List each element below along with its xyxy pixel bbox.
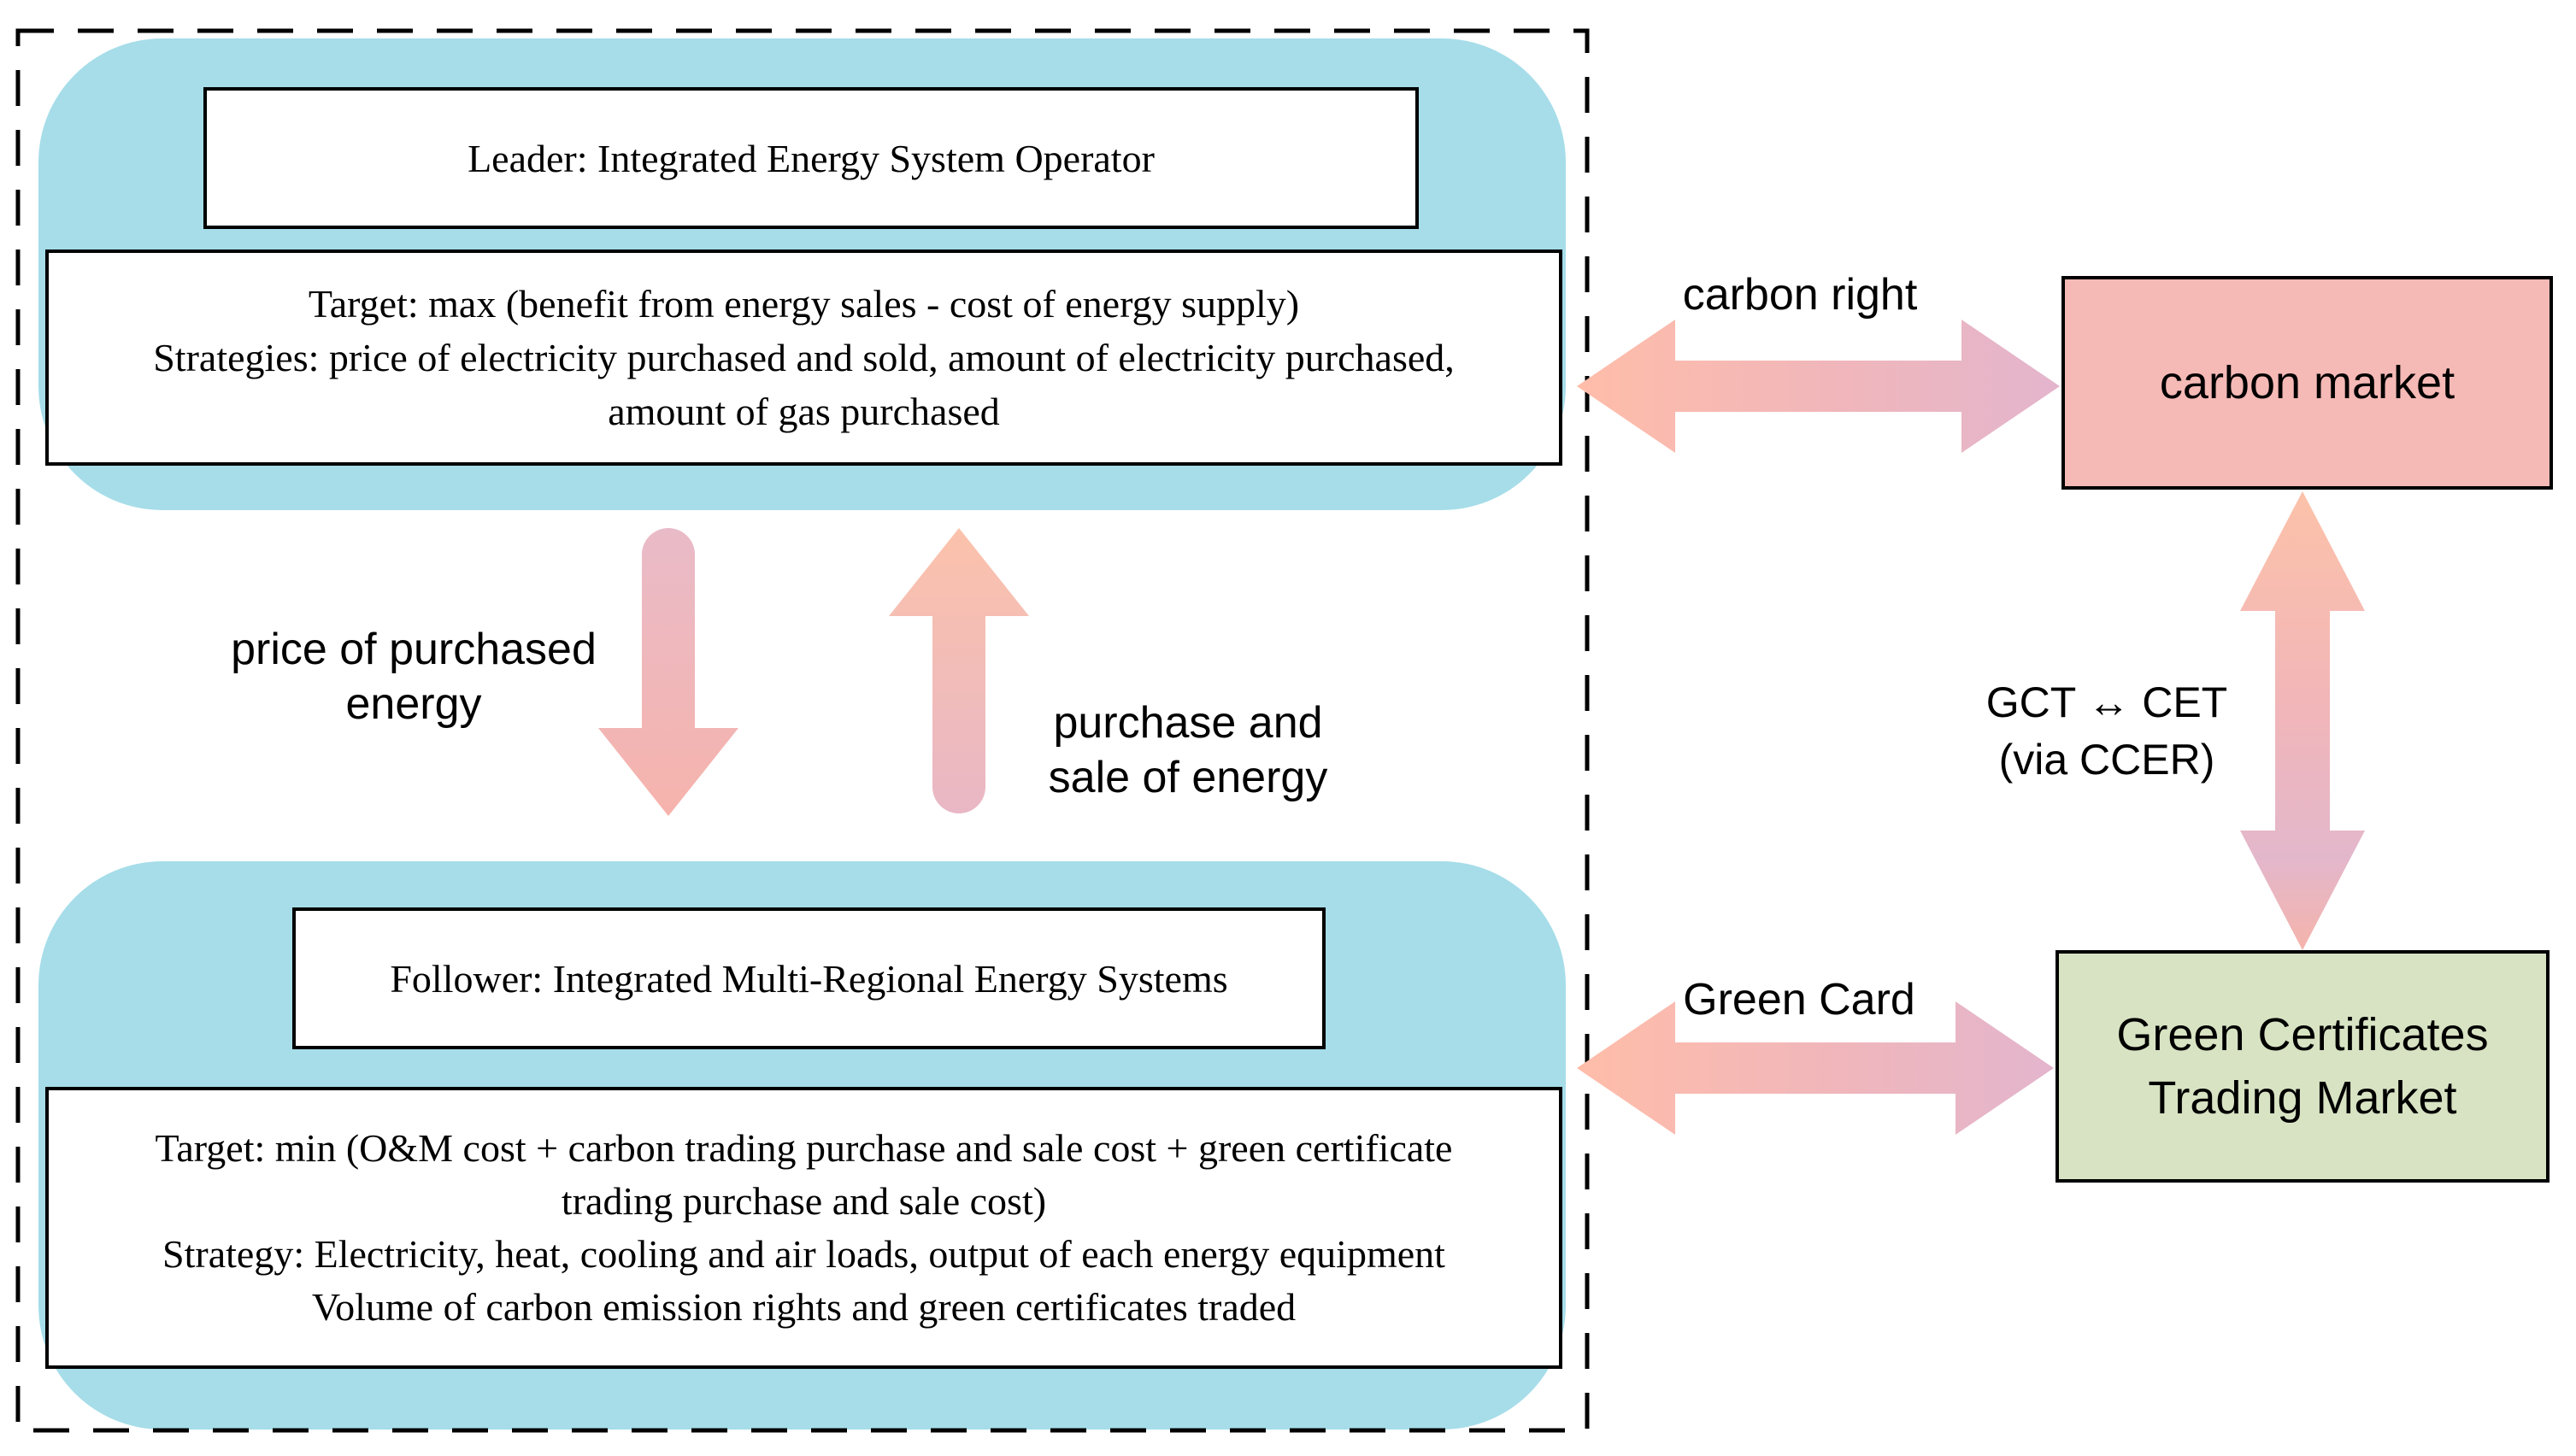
green-card-label: Green Card — [1683, 975, 1915, 1024]
carbon-market-box: carbon market — [2061, 276, 2553, 490]
price-down-arrow — [598, 528, 738, 816]
follower-title-text: Follower: Integrated Multi-Regional Ener… — [390, 956, 1228, 1001]
carbon-right-label: carbon right — [1682, 270, 1918, 320]
energy-up-arrow-label: purchase and sale of energy — [1048, 698, 1328, 802]
price-down-arrow-label: price of purchased energy — [231, 625, 597, 729]
carbon-market-text: carbon market — [2159, 357, 2455, 408]
bilevel-dashed-frame — [15, 28, 1590, 1433]
follower-target-text: Target: min (O&M cost + carbon trading p… — [155, 1126, 1453, 1329]
green-card-arrow — [1577, 1001, 2054, 1135]
follower-target-box: Target: min (O&M cost + carbon trading p… — [45, 1087, 1562, 1369]
gct-cet-conversion-label: GCT ↔ CET (via CCER) — [1985, 678, 2228, 784]
leader-target-box: Target: max (benefit from energy sales -… — [45, 250, 1562, 466]
carbon-right-arrow — [1577, 320, 2060, 453]
leader-title-box: Leader: Integrated Energy System Operato… — [203, 87, 1419, 229]
leader-title-text: Leader: Integrated Energy System Operato… — [468, 136, 1155, 180]
follower-title-box: Follower: Integrated Multi-Regional Ener… — [292, 907, 1326, 1049]
green-certificates-market-box: Green Certificates Trading Market — [2056, 950, 2550, 1183]
gct-cet-arrow — [2240, 491, 2365, 950]
green-certificates-market-text: Green Certificates Trading Market — [2116, 1009, 2489, 1124]
energy-up-arrow — [889, 528, 1029, 813]
leader-target-text: Target: max (benefit from energy sales -… — [153, 282, 1455, 433]
